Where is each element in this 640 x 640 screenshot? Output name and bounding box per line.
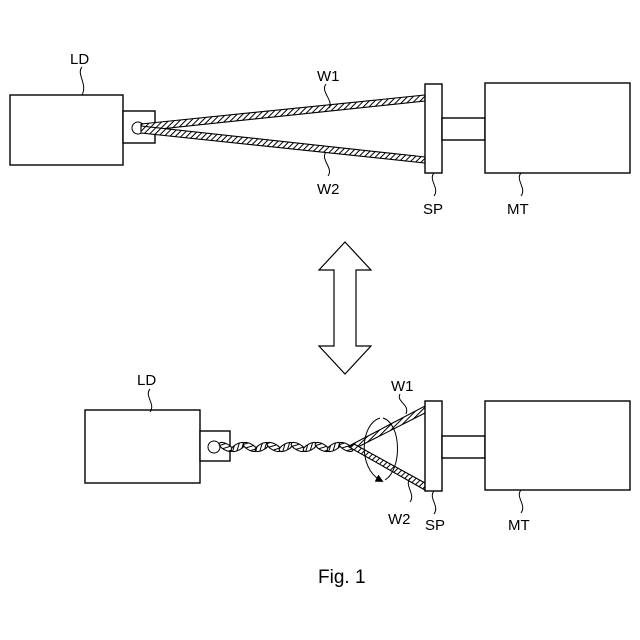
bottom-mt-leader <box>519 490 522 513</box>
bottom-mt-label: MT <box>508 517 530 534</box>
top-w2-label: W2 <box>317 181 340 198</box>
rotation-arrow <box>364 418 380 480</box>
bottom-w1-label: W1 <box>391 378 414 395</box>
bottom-sp-leader <box>432 491 435 514</box>
top-spindle-shaft <box>442 118 485 140</box>
bottom-state: LD W1 W2 SP MT <box>85 372 630 534</box>
bottom-wire-w1 <box>349 406 425 449</box>
bottom-sp-label: SP <box>425 517 445 534</box>
transition-double-arrow <box>319 242 371 374</box>
bottom-twisted-wire <box>218 441 354 454</box>
top-w2-leader <box>324 152 329 176</box>
bottom-ld-leader <box>148 389 151 412</box>
top-laser-device-box <box>10 95 123 165</box>
top-wire-w2 <box>141 126 425 163</box>
top-spindle <box>425 84 442 173</box>
top-sp-leader <box>432 173 435 196</box>
top-motor-box <box>485 83 630 173</box>
top-sp-label: SP <box>423 201 443 218</box>
bottom-w1-leader <box>399 394 406 414</box>
top-ld-leader <box>80 67 83 95</box>
bottom-wire-w2 <box>349 444 425 490</box>
bottom-motor-box <box>485 401 630 490</box>
figure-caption: Fig. 1 <box>318 567 366 588</box>
top-mt-leader <box>519 173 522 196</box>
top-ld-label: LD <box>70 51 89 68</box>
top-wire-w1 <box>141 95 425 131</box>
bottom-ld-label: LD <box>137 372 156 389</box>
bottom-spindle <box>425 401 442 491</box>
bottom-w2-label: W2 <box>388 511 411 528</box>
top-w1-label: W1 <box>317 68 340 85</box>
bottom-spindle-shaft <box>442 436 485 458</box>
top-state: LD W1 W2 SP MT <box>10 51 630 218</box>
bottom-laser-device-box <box>85 410 200 483</box>
top-mt-label: MT <box>507 201 529 218</box>
